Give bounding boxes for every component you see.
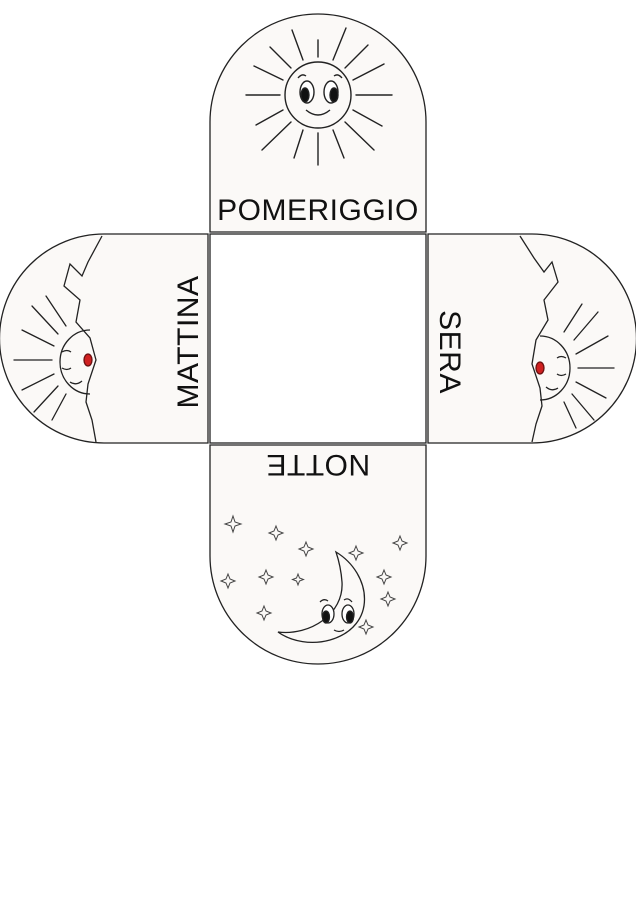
star-icon: [379, 590, 397, 608]
star-icon: [347, 544, 365, 562]
label-notte: NOTTE: [265, 448, 371, 481]
rising-sun-behind-mountain-icon: [13, 235, 103, 443]
smiling-sun-icon: [245, 27, 393, 166]
setting-sun-behind-mountain-icon: [519, 235, 615, 443]
star-icon: [297, 540, 315, 558]
bottom-panel: [209, 444, 427, 665]
right-panel: [427, 233, 636, 444]
star-icon: [219, 572, 237, 590]
star-icon: [291, 572, 305, 587]
star-icon: [391, 534, 409, 552]
star-icon: [223, 514, 243, 534]
label-pomeriggio: POMERIGGIO: [217, 194, 419, 227]
star-icon: [257, 568, 275, 586]
left-panel: [0, 233, 209, 444]
center-square-panel: [209, 233, 427, 444]
star-icon: [375, 568, 393, 586]
star-icon: [255, 604, 273, 622]
star-icon: [267, 524, 285, 542]
label-mattina: MATTINA: [172, 275, 205, 409]
crescent-moon-with-stars-icon: [219, 514, 409, 643]
label-sera: SERA: [433, 310, 466, 394]
star-icon: [357, 618, 375, 636]
